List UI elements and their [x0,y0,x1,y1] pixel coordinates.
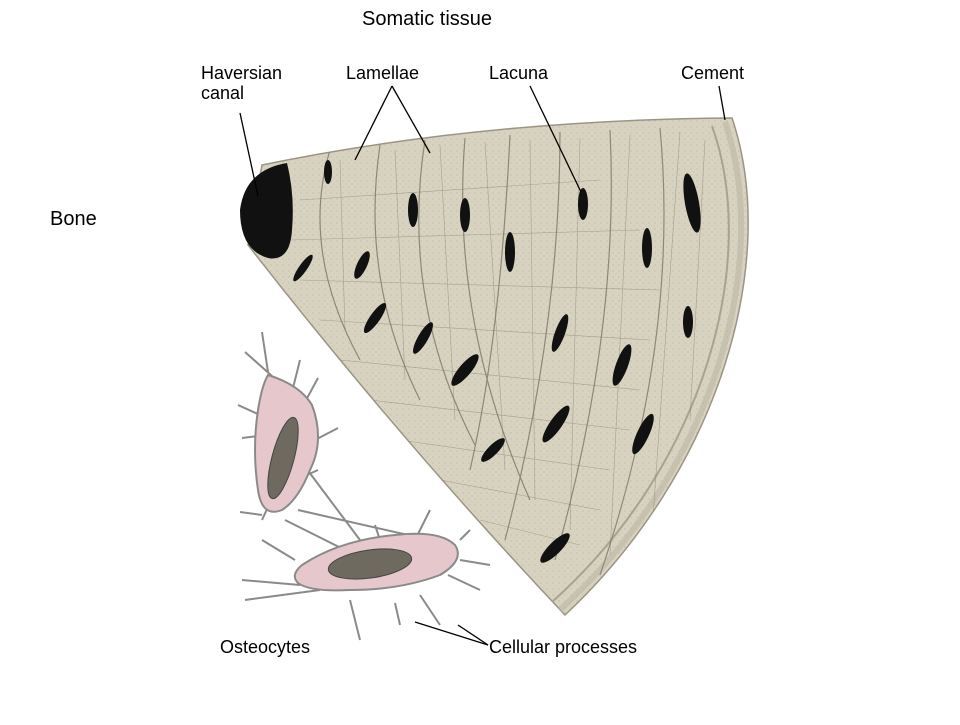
label-lacuna: Lacuna [489,63,549,83]
lacuna [542,405,570,443]
label-cement: Cement [681,63,745,83]
lacuna [642,228,652,268]
lacuna [363,302,387,334]
lamella-ring [319,149,361,361]
lamella-ring [418,139,476,446]
lamella-ring [374,144,421,401]
lamella-ring [554,129,612,561]
label-cellular-processes: Cellular processes [489,637,638,657]
leader-cement [718,85,726,121]
haversian-canal-shape [240,163,293,259]
lamella-ring [462,137,531,501]
lacuna [408,193,418,227]
lacuna [481,438,505,462]
osteocyte-nucleus-lower [327,548,413,580]
lacuna [551,314,569,352]
lamellae-group [289,127,706,576]
label-haversian-canal: Haversian canal [201,63,283,103]
lacuna [460,198,470,232]
leader-lamellae-2 [391,85,431,154]
lacuna [632,413,654,455]
cement-band [557,121,744,613]
label-lamellae: Lamellae [346,63,420,83]
osteocyte-nucleus-upper [267,416,299,500]
lacuna [293,254,313,282]
leader-processes-2 [457,624,489,646]
lacuna [451,354,479,386]
lamella-ring [599,127,665,576]
leader-lamellae-1 [354,85,393,161]
bone-matrix-wedge [247,117,749,617]
leader-haversian [239,112,259,197]
leader-processes-1 [414,621,489,646]
label-osteocytes: Osteocytes [220,637,311,657]
lacuna [505,232,515,272]
lacuna [683,306,693,338]
canaliculi [289,179,661,546]
canaliculi [339,131,706,561]
lacuna [354,251,370,279]
lamella-ring [504,131,561,541]
slide-title: Somatic tissue [362,8,493,30]
lacuna [413,322,433,354]
lacuna [578,188,588,220]
leader-lacuna [529,85,582,193]
lacuna [540,533,570,563]
cement-line [551,125,730,603]
bone-side-label: Bone [50,208,97,230]
lacuna [612,344,632,386]
lacuna [324,160,332,184]
lamella-ring [469,134,511,471]
lacuna [683,173,701,233]
